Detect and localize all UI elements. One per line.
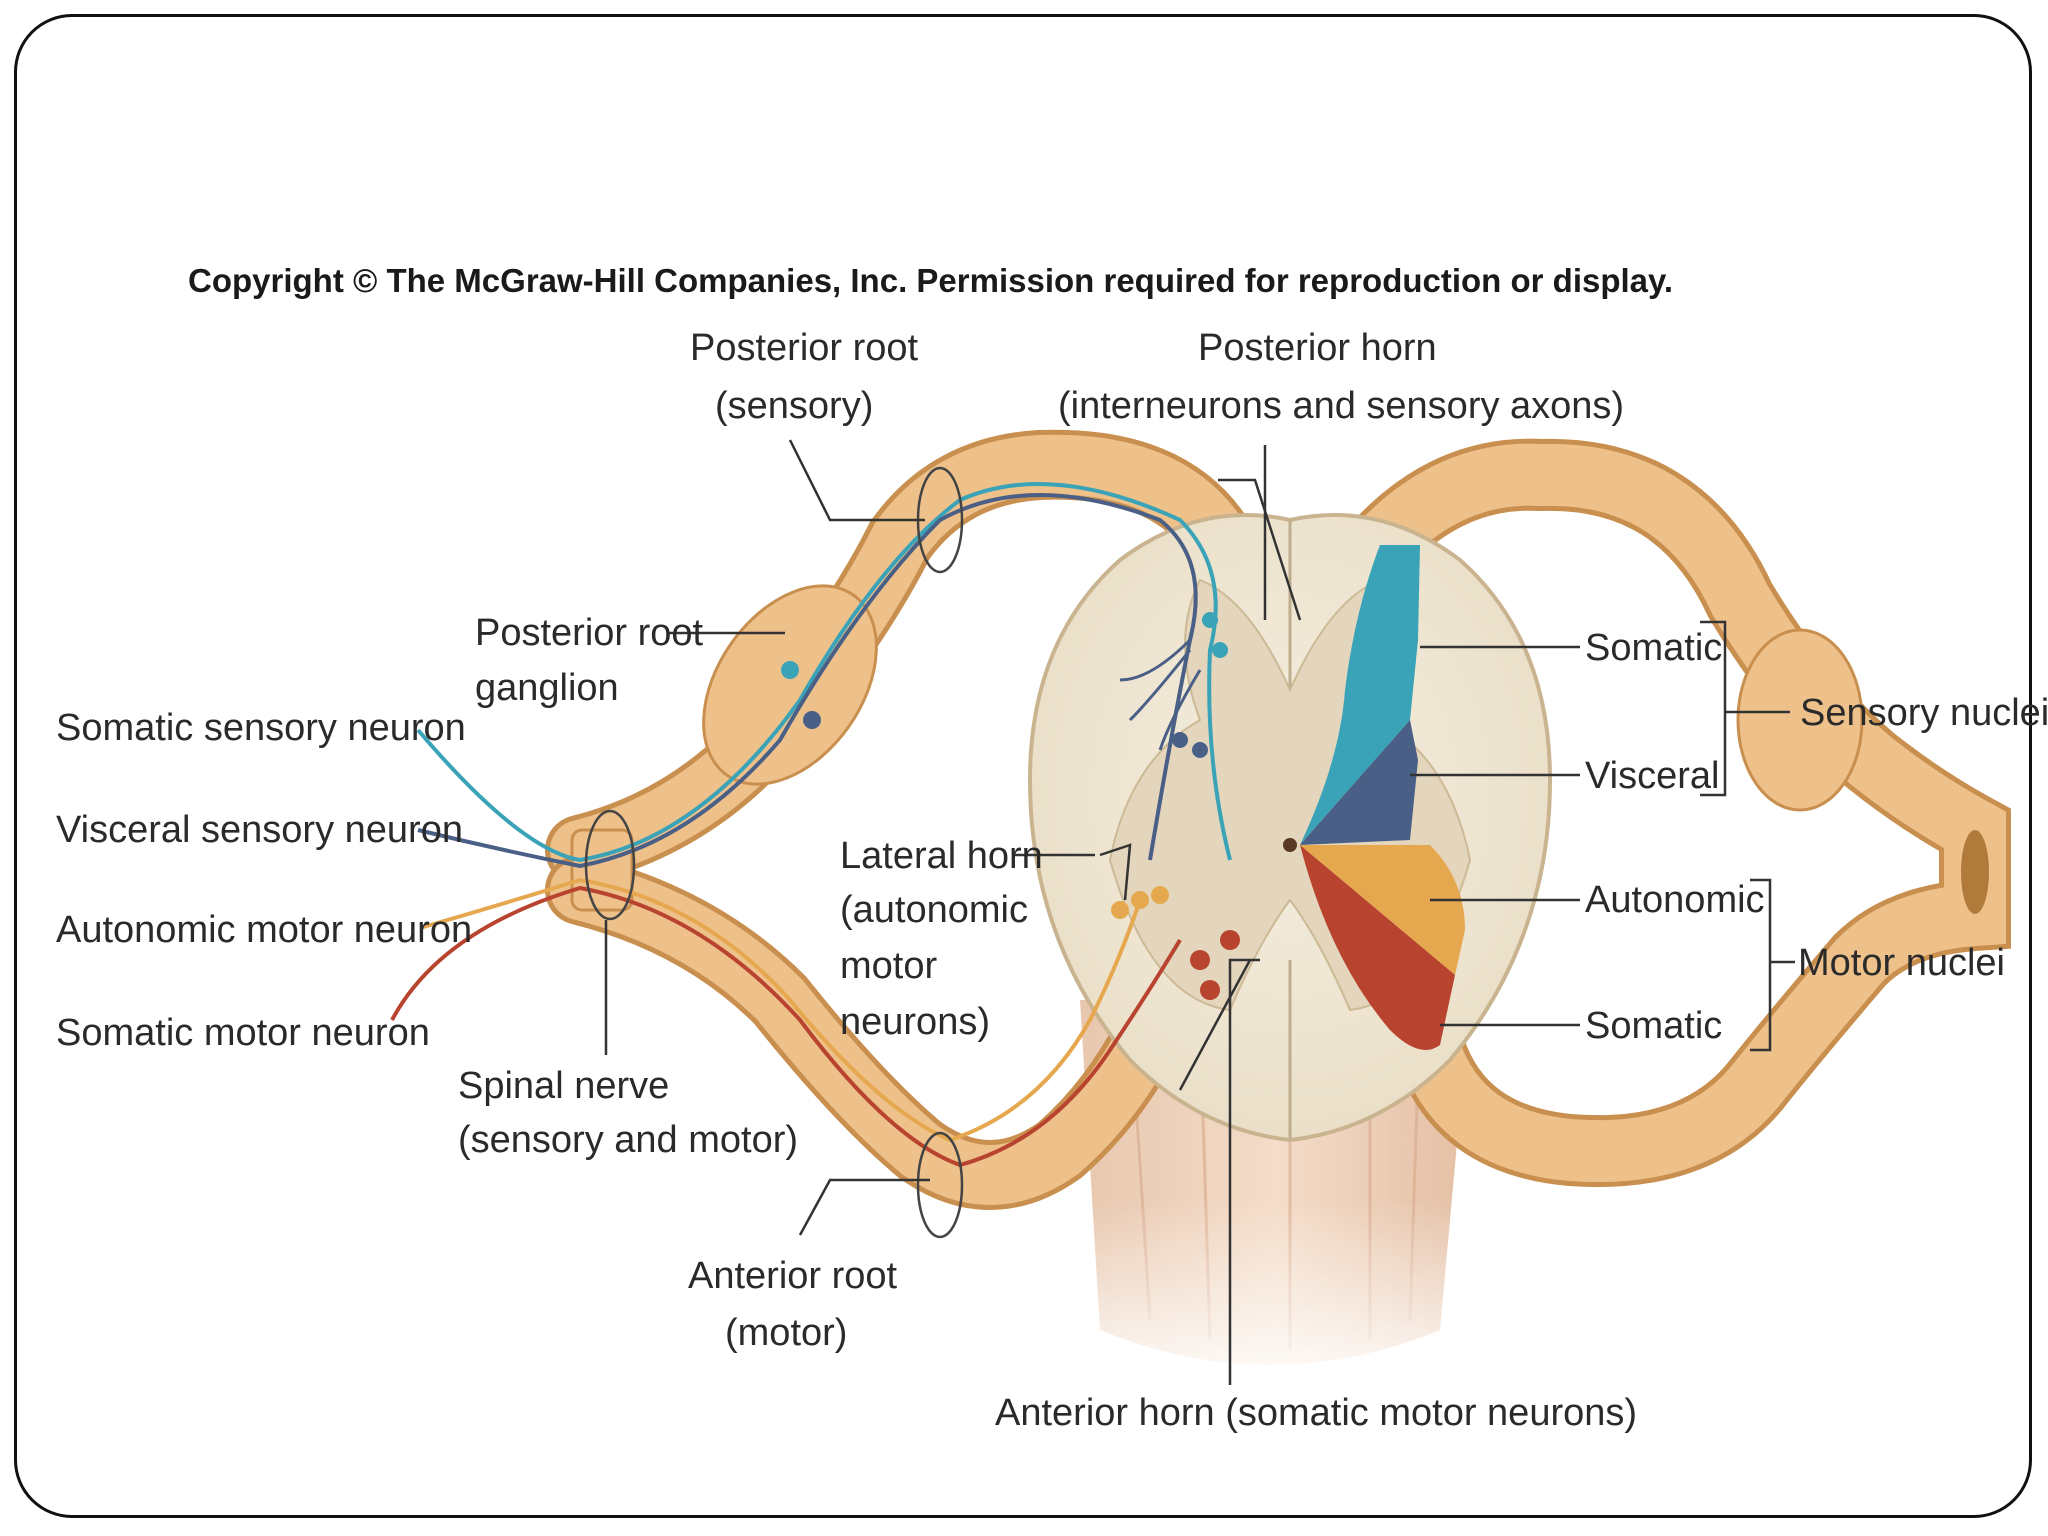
label-posterior-root-ganglion-sub: ganglion <box>475 667 619 709</box>
neuron-cell-bodies <box>781 612 1240 1000</box>
label-visceral-nucleus: Visceral <box>1585 755 1719 797</box>
somatic-motor-nucleus <box>1300 845 1455 1050</box>
somatic-motor-fiber <box>390 885 1182 1168</box>
label-somatic-sensory-nucleus: Somatic <box>1585 627 1722 669</box>
labels: Posterior root (sensory) Posterior horn … <box>56 327 2048 1434</box>
label-somatic-motor-nucleus: Somatic <box>1585 1005 1722 1047</box>
label-autonomic-nucleus: Autonomic <box>1585 879 1765 921</box>
copyright-text: Copyright © The McGraw-Hill Companies, I… <box>188 262 1673 299</box>
neuron-fibers <box>390 482 1232 1168</box>
label-lateral-horn-sub1: (autonomic <box>840 889 1028 931</box>
label-somatic-sensory-neuron: Somatic sensory neuron <box>56 707 466 749</box>
label-posterior-root-ganglion: Posterior root <box>475 612 704 654</box>
label-lateral-horn-sub2: motor <box>840 945 937 987</box>
label-visceral-sensory-neuron: Visceral sensory neuron <box>56 809 463 851</box>
label-posterior-root-sub: (sensory) <box>715 385 873 427</box>
label-anterior-root: Anterior root <box>688 1255 898 1297</box>
autonomic-motor-nucleus <box>1300 845 1465 975</box>
label-autonomic-motor-neuron: Autonomic motor neuron <box>56 909 472 951</box>
label-anterior-horn: Anterior horn (somatic motor neurons) <box>995 1392 1637 1434</box>
label-somatic-motor-neuron: Somatic motor neuron <box>56 1012 430 1054</box>
label-lateral-horn: Lateral horn <box>840 835 1043 877</box>
label-motor-nuclei: Motor nuclei <box>1798 942 2005 984</box>
label-posterior-horn-sub: (interneurons and sensory axons) <box>1058 385 1624 427</box>
somatic-sensory-nucleus <box>1300 545 1420 845</box>
label-spinal-nerve-sub: (sensory and motor) <box>458 1119 798 1161</box>
left-spinal-nerve <box>545 429 1255 1210</box>
nuclei-regions <box>1300 545 1465 1050</box>
label-sensory-nuclei: Sensory nuclei <box>1800 692 2048 734</box>
label-anterior-root-sub: (motor) <box>725 1312 847 1354</box>
label-posterior-root: Posterior root <box>690 327 919 369</box>
label-posterior-horn: Posterior horn <box>1198 327 1437 369</box>
slide-frame <box>14 14 2032 1518</box>
label-spinal-nerve: Spinal nerve <box>458 1065 669 1107</box>
label-lateral-horn-sub3: neurons) <box>840 1001 990 1043</box>
autonomic-motor-fiber <box>419 877 1142 1143</box>
somatic-sensory-fiber <box>416 482 1232 863</box>
right-spinal-nerve <box>1344 438 2011 1188</box>
visceral-sensory-nucleus <box>1300 720 1418 845</box>
leader-lines <box>604 439 1795 1385</box>
